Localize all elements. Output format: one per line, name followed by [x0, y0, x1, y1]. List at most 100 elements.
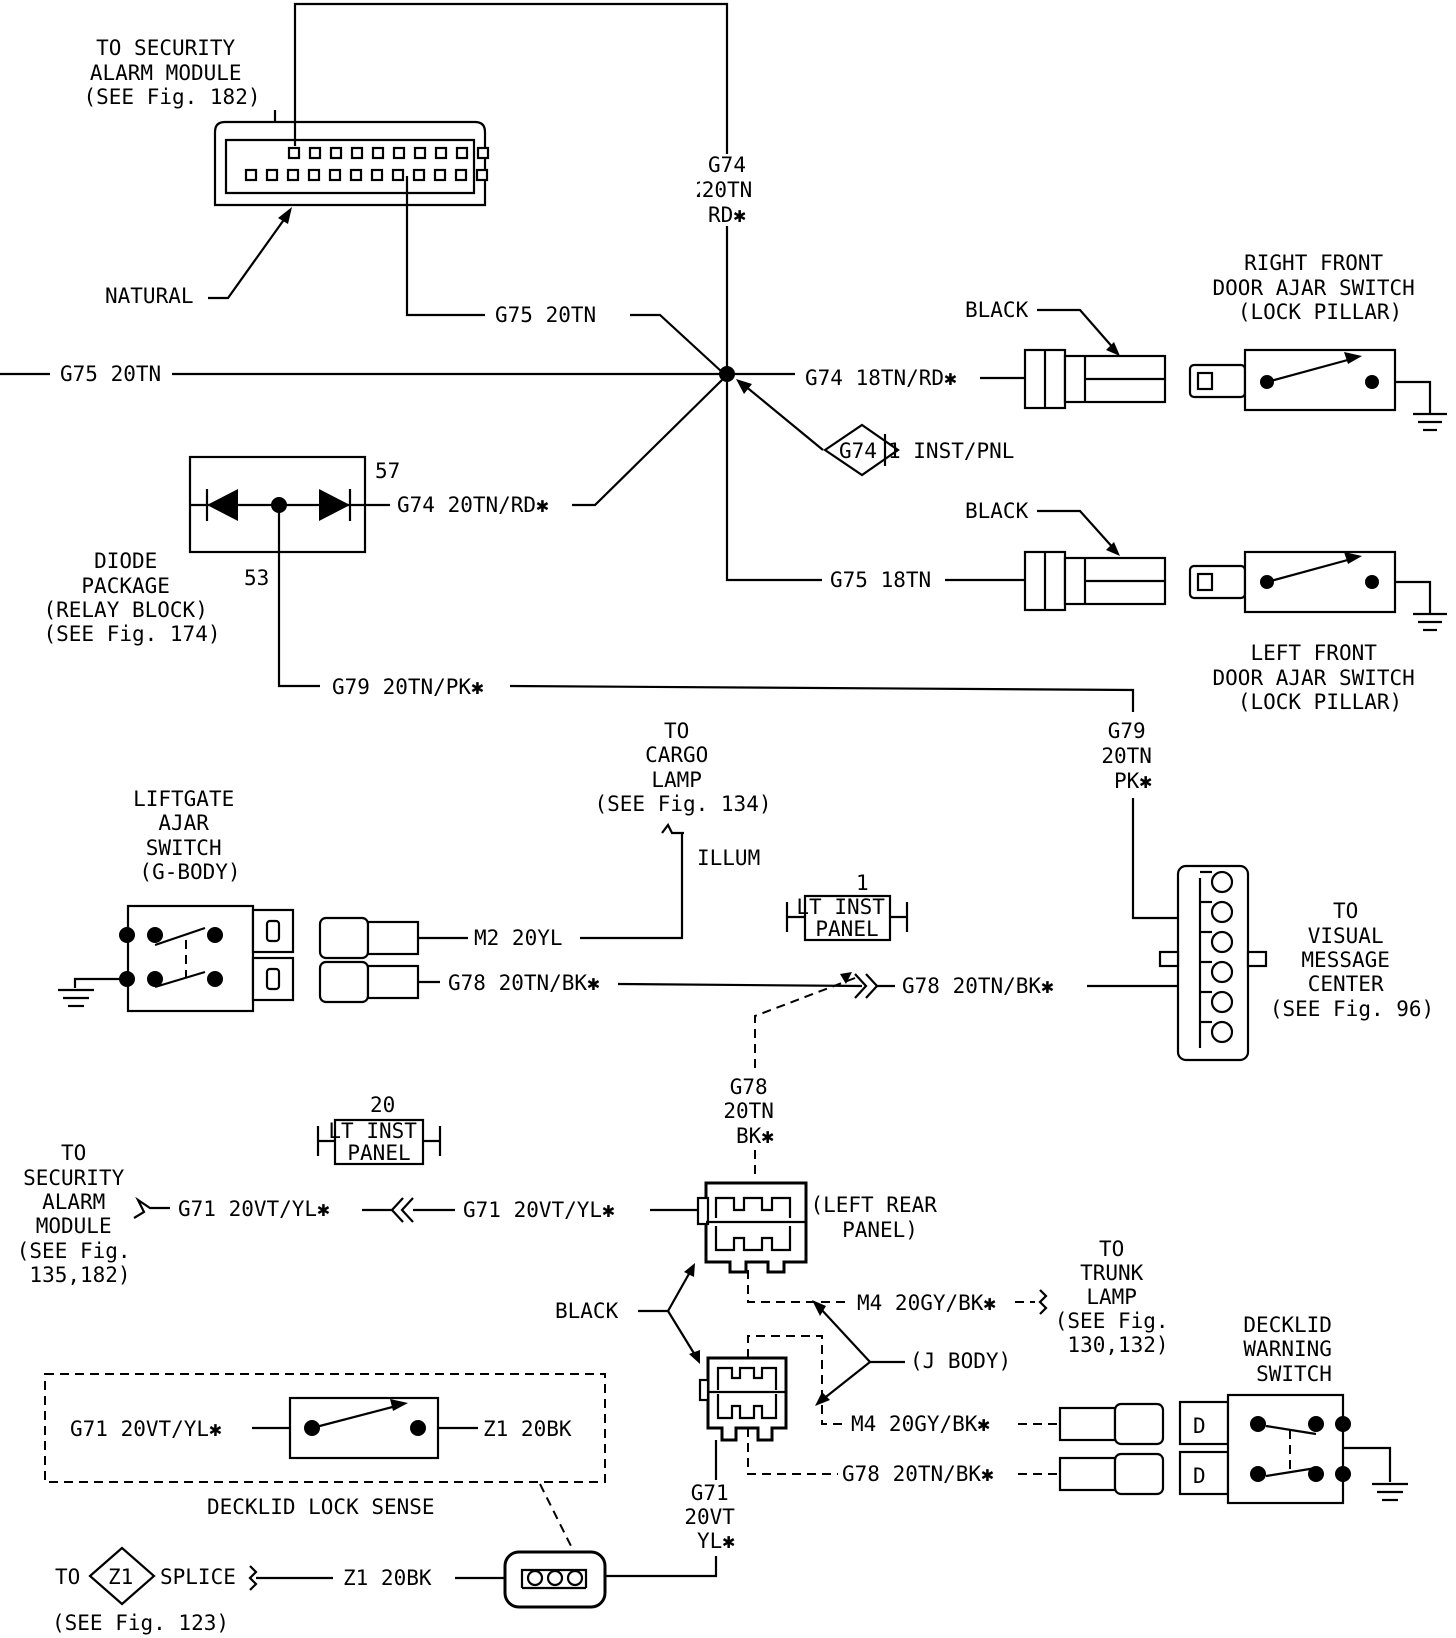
g75-left-label: G75 20TN	[60, 362, 161, 386]
liftgate-ajar-switch	[58, 904, 295, 1013]
g78-right-label: G78 20TN/BK✱	[902, 974, 1054, 998]
lf-connector	[1023, 550, 1167, 612]
lt-inst-panel-connector-20	[316, 1118, 442, 1166]
decklid-warning-label: DECKLID WARNING SWITCH	[1243, 1313, 1344, 1386]
see-fig-123-label: (SEE Fig. 123)	[52, 1611, 229, 1635]
lf-door-ajar-switch	[1188, 550, 1447, 632]
decklid-lock-sense-boundary	[44, 1373, 606, 1483]
z1-splice-diamond	[88, 1546, 156, 1606]
decklid-lock-sense-label: DECKLID LOCK SENSE	[207, 1495, 435, 1519]
inst-pnl-label: 1 INST/PNL	[888, 439, 1014, 463]
svg-text:D: D	[1193, 1414, 1206, 1438]
g79-right-label: G79 20TN PK✱	[1101, 719, 1164, 793]
g74-splice-id: G74	[839, 439, 877, 463]
connector-pin	[265, 168, 279, 182]
left-rear-panel-connector	[696, 1181, 808, 1274]
trunk-lamp-label: TO TRUNK LAMP (SEE Fig. 130,132)	[1055, 1237, 1181, 1357]
connector-pin	[371, 146, 385, 160]
security-alarm-top-label: TO SECURITY ALARM MODULE (SEE Fig. 182)	[83, 36, 260, 109]
connector-pin	[286, 168, 300, 182]
lt-inst-panel-connector-1	[785, 894, 909, 942]
g75-lf-label: G75 18TN	[830, 568, 931, 592]
illum-label: ILLUM	[697, 846, 760, 870]
to-label: TO	[55, 1565, 80, 1589]
connector-pin	[413, 146, 427, 160]
g78-vert-label: G78 20TN BK✱	[723, 1075, 786, 1148]
z1-bottom-label: Z1 20BK	[343, 1566, 432, 1590]
vmc-pin	[1210, 1020, 1234, 1044]
connector-pin	[476, 146, 490, 160]
z1-splice-id: Z1	[108, 1565, 133, 1589]
black-bottom-label: BLACK	[555, 1299, 619, 1323]
rf-switch-label: RIGHT FRONT DOOR AJAR SWITCH (LOCK PILLA…	[1213, 251, 1428, 324]
g71-vert-label: G71 20VT YL✱	[684, 1481, 747, 1553]
g74-diode-label: G74 20TN/RD✱	[397, 493, 549, 517]
splice-label: SPLICE	[160, 1565, 236, 1589]
visual-message-center-label: TO VISUAL MESSAGE CENTER (SEE Fig. 96)	[1270, 899, 1434, 1021]
connector-pin	[475, 168, 489, 182]
g74-splice-diamond	[823, 423, 900, 477]
connector-pin	[308, 146, 322, 160]
vmc-pin	[1210, 960, 1234, 984]
natural-label: NATURAL	[105, 284, 194, 308]
connector-20-number: 20	[370, 1093, 395, 1117]
pin-57: 57	[375, 459, 400, 483]
security-alarm-connector	[213, 110, 490, 207]
g78-lower-label: G78 20TN/BK✱	[842, 1462, 994, 1486]
connector-pin	[412, 168, 426, 182]
rf-connector	[1023, 348, 1167, 410]
pin-53: 53	[244, 566, 269, 590]
vmc-pin	[1210, 900, 1234, 924]
connector-pin	[455, 146, 469, 160]
g78-left-label: G78 20TN/BK✱	[448, 971, 600, 995]
left-rear-panel-label: (LEFT REAR PANEL)	[810, 1193, 949, 1242]
connector-1-number: 1	[856, 871, 869, 895]
vmc-pin	[1210, 930, 1234, 954]
z1-sense-label: Z1 20BK	[483, 1417, 572, 1441]
g71-sense-label: G71 20VT/YL✱	[70, 1417, 222, 1441]
black-lf-label: BLACK	[965, 499, 1029, 523]
connector-pin	[244, 168, 258, 182]
cargo-lamp-label: TO CARGO LAMP (SEE Fig. 134)	[594, 719, 771, 816]
connector-pin	[328, 168, 342, 182]
connector-pin	[287, 146, 301, 160]
liftgate-switch-label: LIFTGATE AJAR SWITCH (G-BODY)	[133, 787, 247, 884]
connector-pin	[329, 146, 343, 160]
liftgate-terminals	[318, 916, 420, 1004]
diode-package	[188, 455, 367, 554]
visual-message-center-connector	[1158, 864, 1268, 1062]
connector-20-box-label: LT INST PANEL	[328, 1119, 429, 1165]
j-body-connector	[698, 1356, 788, 1442]
vmc-pin	[1210, 990, 1234, 1014]
diode-package-label: DIODE PACKAGE (RELAY BLOCK) (SEE Fig. 17…	[43, 549, 220, 646]
lf-switch-label: LEFT FRONT DOOR AJAR SWITCH (LOCK PILLAR…	[1213, 641, 1428, 714]
connector-1-box-label: LT INST PANEL	[796, 895, 897, 941]
decklid-terminals	[1058, 1402, 1165, 1496]
g75-branch-label: G75 20TN	[495, 303, 596, 327]
svg-text:D: D	[1193, 1464, 1206, 1488]
connector-pin	[392, 146, 406, 160]
black-rf-label: BLACK	[965, 298, 1029, 322]
m4-upper-label: M4 20GY/BK✱	[857, 1291, 996, 1315]
connector-pin	[434, 146, 448, 160]
g74-rf-label: G74 18TN/RD✱	[805, 366, 957, 390]
connector-pin	[349, 168, 363, 182]
rf-door-ajar-switch	[1188, 348, 1447, 432]
connector-pin	[391, 168, 405, 182]
connector-pin	[454, 168, 468, 182]
g71-left-label: G71 20VT/YL✱	[178, 1197, 330, 1221]
connector-pin	[307, 168, 321, 182]
g79-mid-label: G79 20TN/PK✱	[332, 675, 484, 699]
m4-lower-label: M4 20GY/BK✱	[851, 1412, 990, 1436]
connector-pin	[350, 146, 364, 160]
decklid-lock-sense-connector	[503, 1550, 607, 1609]
security-alarm-bottom-label: TO SECURITY ALARM MODULE (SEE Fig. 135,1…	[17, 1141, 143, 1287]
decklid-lock-sense-switch	[288, 1396, 440, 1460]
connector-pin	[433, 168, 447, 182]
connector-pin	[370, 168, 384, 182]
decklid-warning-switch: D D	[1178, 1393, 1408, 1505]
j-body-label: (J BODY)	[910, 1349, 1011, 1373]
m2-label: M2 20YL	[474, 926, 563, 950]
vmc-pin	[1210, 870, 1234, 894]
